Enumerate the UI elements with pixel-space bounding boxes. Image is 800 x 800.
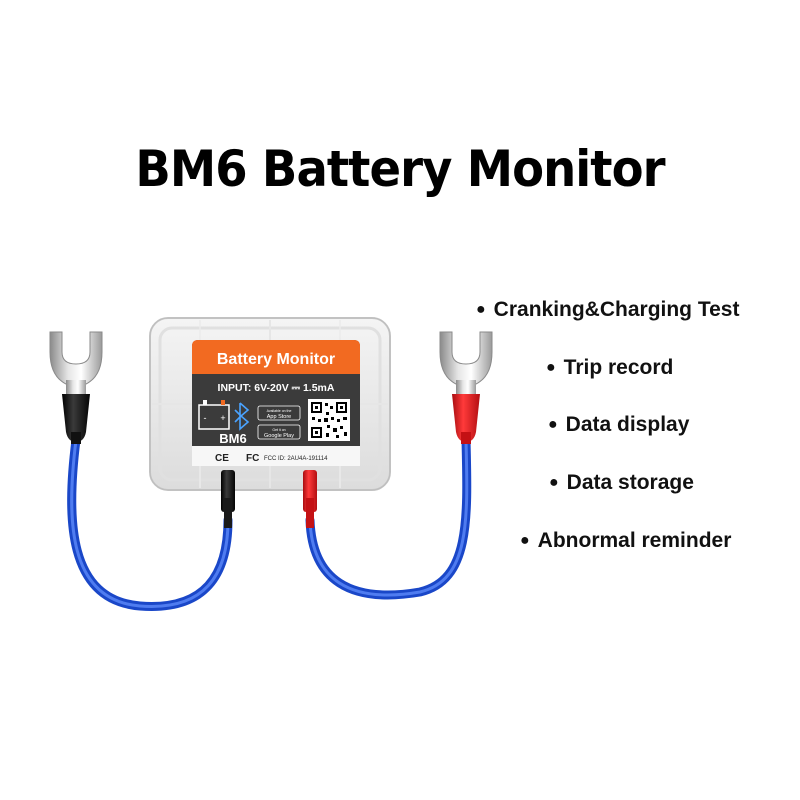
feature-label: Abnormal reminder bbox=[537, 529, 732, 552]
right-connector-sleeve bbox=[303, 470, 317, 528]
ce-mark: CE bbox=[215, 453, 229, 464]
device-model: BM6 bbox=[219, 431, 246, 446]
feature-item-abnormal-reminder: ● Abnormal reminder bbox=[520, 529, 731, 553]
bullet-icon: ● bbox=[548, 416, 558, 433]
right-terminal-sleeve bbox=[452, 394, 480, 444]
svg-text:-: - bbox=[204, 413, 207, 423]
bullet-icon: ● bbox=[476, 301, 486, 318]
feature-label: Data display bbox=[565, 413, 690, 436]
fcc-logo: FC bbox=[246, 453, 259, 464]
app-store-badge: Available on the App Store bbox=[257, 405, 301, 421]
device-input-spec: INPUT: 6V-20V ⎓ 1.5mA bbox=[218, 382, 335, 394]
left-connector-sleeve bbox=[221, 470, 235, 528]
google-play-badge: Get it on Google Play bbox=[257, 424, 301, 440]
qr-code bbox=[308, 399, 350, 441]
bluetooth-icon bbox=[234, 402, 250, 431]
bullet-icon: ● bbox=[520, 532, 530, 549]
feature-label: Trip record bbox=[563, 356, 674, 379]
svg-text:Get it on: Get it on bbox=[272, 428, 285, 432]
right-cable-highlight bbox=[308, 438, 469, 597]
left-terminal-sleeve bbox=[62, 394, 90, 444]
svg-text:+: + bbox=[220, 413, 225, 423]
battery-icon: - + bbox=[198, 400, 230, 430]
feature-item-data-display: ● Data display bbox=[548, 413, 689, 437]
svg-text:Google Play: Google Play bbox=[264, 433, 294, 439]
device-label: Battery Monitor INPUT: 6V-20V ⎓ 1.5mA - … bbox=[192, 340, 360, 466]
svg-text:Available on the: Available on the bbox=[267, 409, 292, 413]
bullet-icon: ● bbox=[549, 474, 559, 491]
svg-text:App Store: App Store bbox=[267, 414, 291, 420]
device-label-title: Battery Monitor bbox=[217, 351, 335, 368]
feature-item-cranking-charging-test: ● Cranking&Charging Test bbox=[476, 298, 739, 322]
device-fcc-id: FCC ID: 2AU4A-191114 bbox=[264, 456, 328, 462]
feature-label: Cranking&Charging Test bbox=[493, 298, 740, 321]
page-title: BM6 Battery Monitor bbox=[135, 140, 665, 198]
bullet-icon: ● bbox=[546, 359, 556, 376]
left-cable-highlight bbox=[70, 438, 230, 608]
feature-label: Data storage bbox=[566, 471, 694, 494]
left-terminal-fork bbox=[49, 331, 103, 396]
feature-item-trip-record: ● Trip record bbox=[546, 356, 673, 380]
feature-item-data-storage: ● Data storage bbox=[549, 471, 694, 495]
right-terminal-fork bbox=[439, 331, 493, 396]
